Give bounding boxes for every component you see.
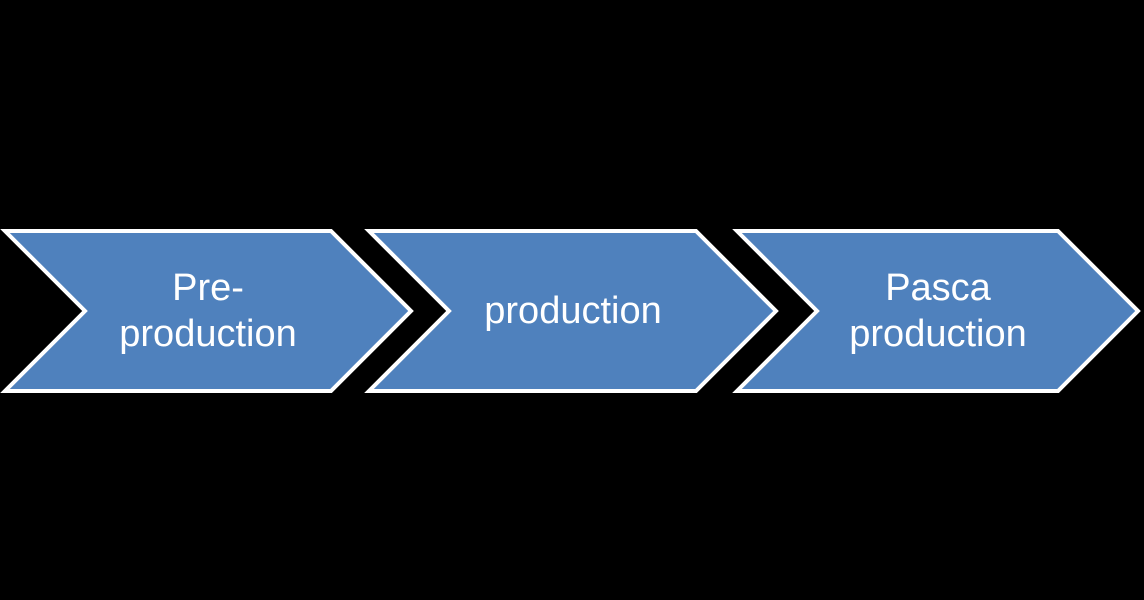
chevron-step-pasca-production — [732, 229, 1141, 393]
chevron-step-pre-production — [0, 229, 414, 393]
chevron-step-production — [364, 229, 779, 393]
